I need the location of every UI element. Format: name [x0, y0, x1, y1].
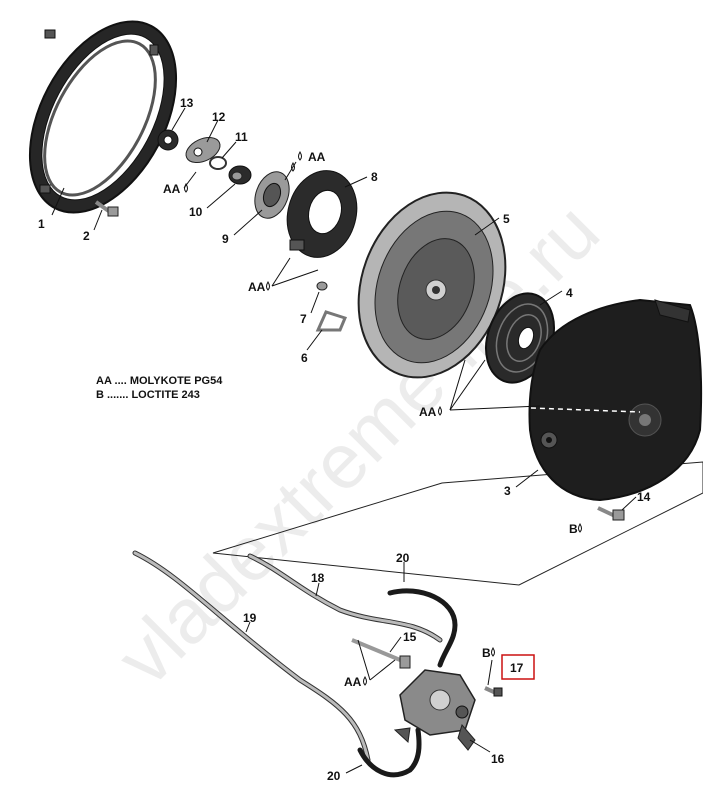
callout-17: 17	[510, 661, 524, 675]
marker-b-2: B	[482, 646, 491, 660]
drop-icon	[578, 523, 582, 533]
callout-2: 2	[83, 229, 90, 243]
drop-icon	[298, 151, 302, 161]
part-1-ring	[28, 20, 178, 214]
marker-aa-4: AA	[419, 405, 437, 419]
callout-5: 5	[503, 212, 510, 226]
drop-icon	[291, 162, 295, 172]
callout-20-upper: 20	[396, 551, 410, 565]
legend: AA .... MOLYKOTE PG54 B ....... LOCTITE …	[96, 375, 223, 401]
drop-icon	[363, 676, 367, 686]
callout-8: 8	[371, 170, 378, 184]
part-12-plate	[185, 136, 221, 164]
marker-aa-5: AA	[344, 675, 362, 689]
callout-9: 9	[222, 232, 229, 246]
part-18-cable	[247, 553, 443, 643]
drop-icon	[491, 647, 495, 657]
part-8-disc	[286, 170, 358, 258]
callout-13: 13	[180, 96, 194, 110]
legend-aa: AA .... MOLYKOTE PG54	[96, 375, 223, 387]
callout-16: 16	[491, 752, 505, 766]
callout-20-lower: 20	[327, 769, 341, 783]
marker-aa-2: AA	[308, 150, 326, 164]
part-19-cable	[132, 550, 371, 763]
part-13-washer	[157, 129, 179, 151]
part-9-pulley	[254, 171, 290, 219]
callout-1: 1	[38, 217, 45, 231]
marker-aa-3: AA	[248, 280, 266, 294]
callout-12: 12	[212, 110, 226, 124]
drop-icon	[266, 281, 270, 291]
drop-icon	[184, 183, 188, 193]
part-16-valve	[393, 669, 476, 751]
part-5-reel	[357, 191, 507, 379]
part-11-oring	[209, 156, 227, 170]
callout-10: 10	[189, 205, 203, 219]
leader-lines	[51, 107, 637, 774]
callout-4: 4	[566, 286, 573, 300]
part-7-pin	[316, 281, 328, 291]
callout-14: 14	[637, 490, 651, 504]
callout-17-highlight-box	[501, 654, 535, 680]
callout-6: 6	[301, 351, 308, 365]
marker-b-1: B	[569, 522, 578, 536]
part-14-bolt	[597, 506, 625, 521]
callout-18: 18	[311, 571, 325, 585]
part-3-housing	[449, 298, 703, 502]
callout-7: 7	[300, 312, 307, 326]
callout-11: 11	[235, 130, 248, 144]
part-15-bolt	[351, 638, 411, 669]
callout-3: 3	[504, 484, 511, 498]
part-20-hose-lower	[357, 727, 422, 778]
part-2-bolt	[94, 200, 119, 217]
callout-19: 19	[243, 611, 257, 625]
part-6-rope	[315, 310, 348, 332]
detail-frame	[212, 461, 703, 586]
part-20-hose-upper	[387, 588, 458, 668]
legend-b: B ....... LOCTITE 243	[96, 389, 200, 401]
callout-15: 15	[403, 630, 417, 644]
marker-aa-1: AA	[163, 182, 181, 196]
part-10-cap	[228, 165, 252, 185]
part-17-screw	[484, 686, 503, 697]
callout-labels: 1 2 3 4 5 6 7 8 9 10 11 12 13 14 15 16 1…	[38, 96, 651, 783]
marker-labels: AA AA AA AA AA B B	[163, 150, 582, 689]
drop-icon	[438, 406, 442, 416]
